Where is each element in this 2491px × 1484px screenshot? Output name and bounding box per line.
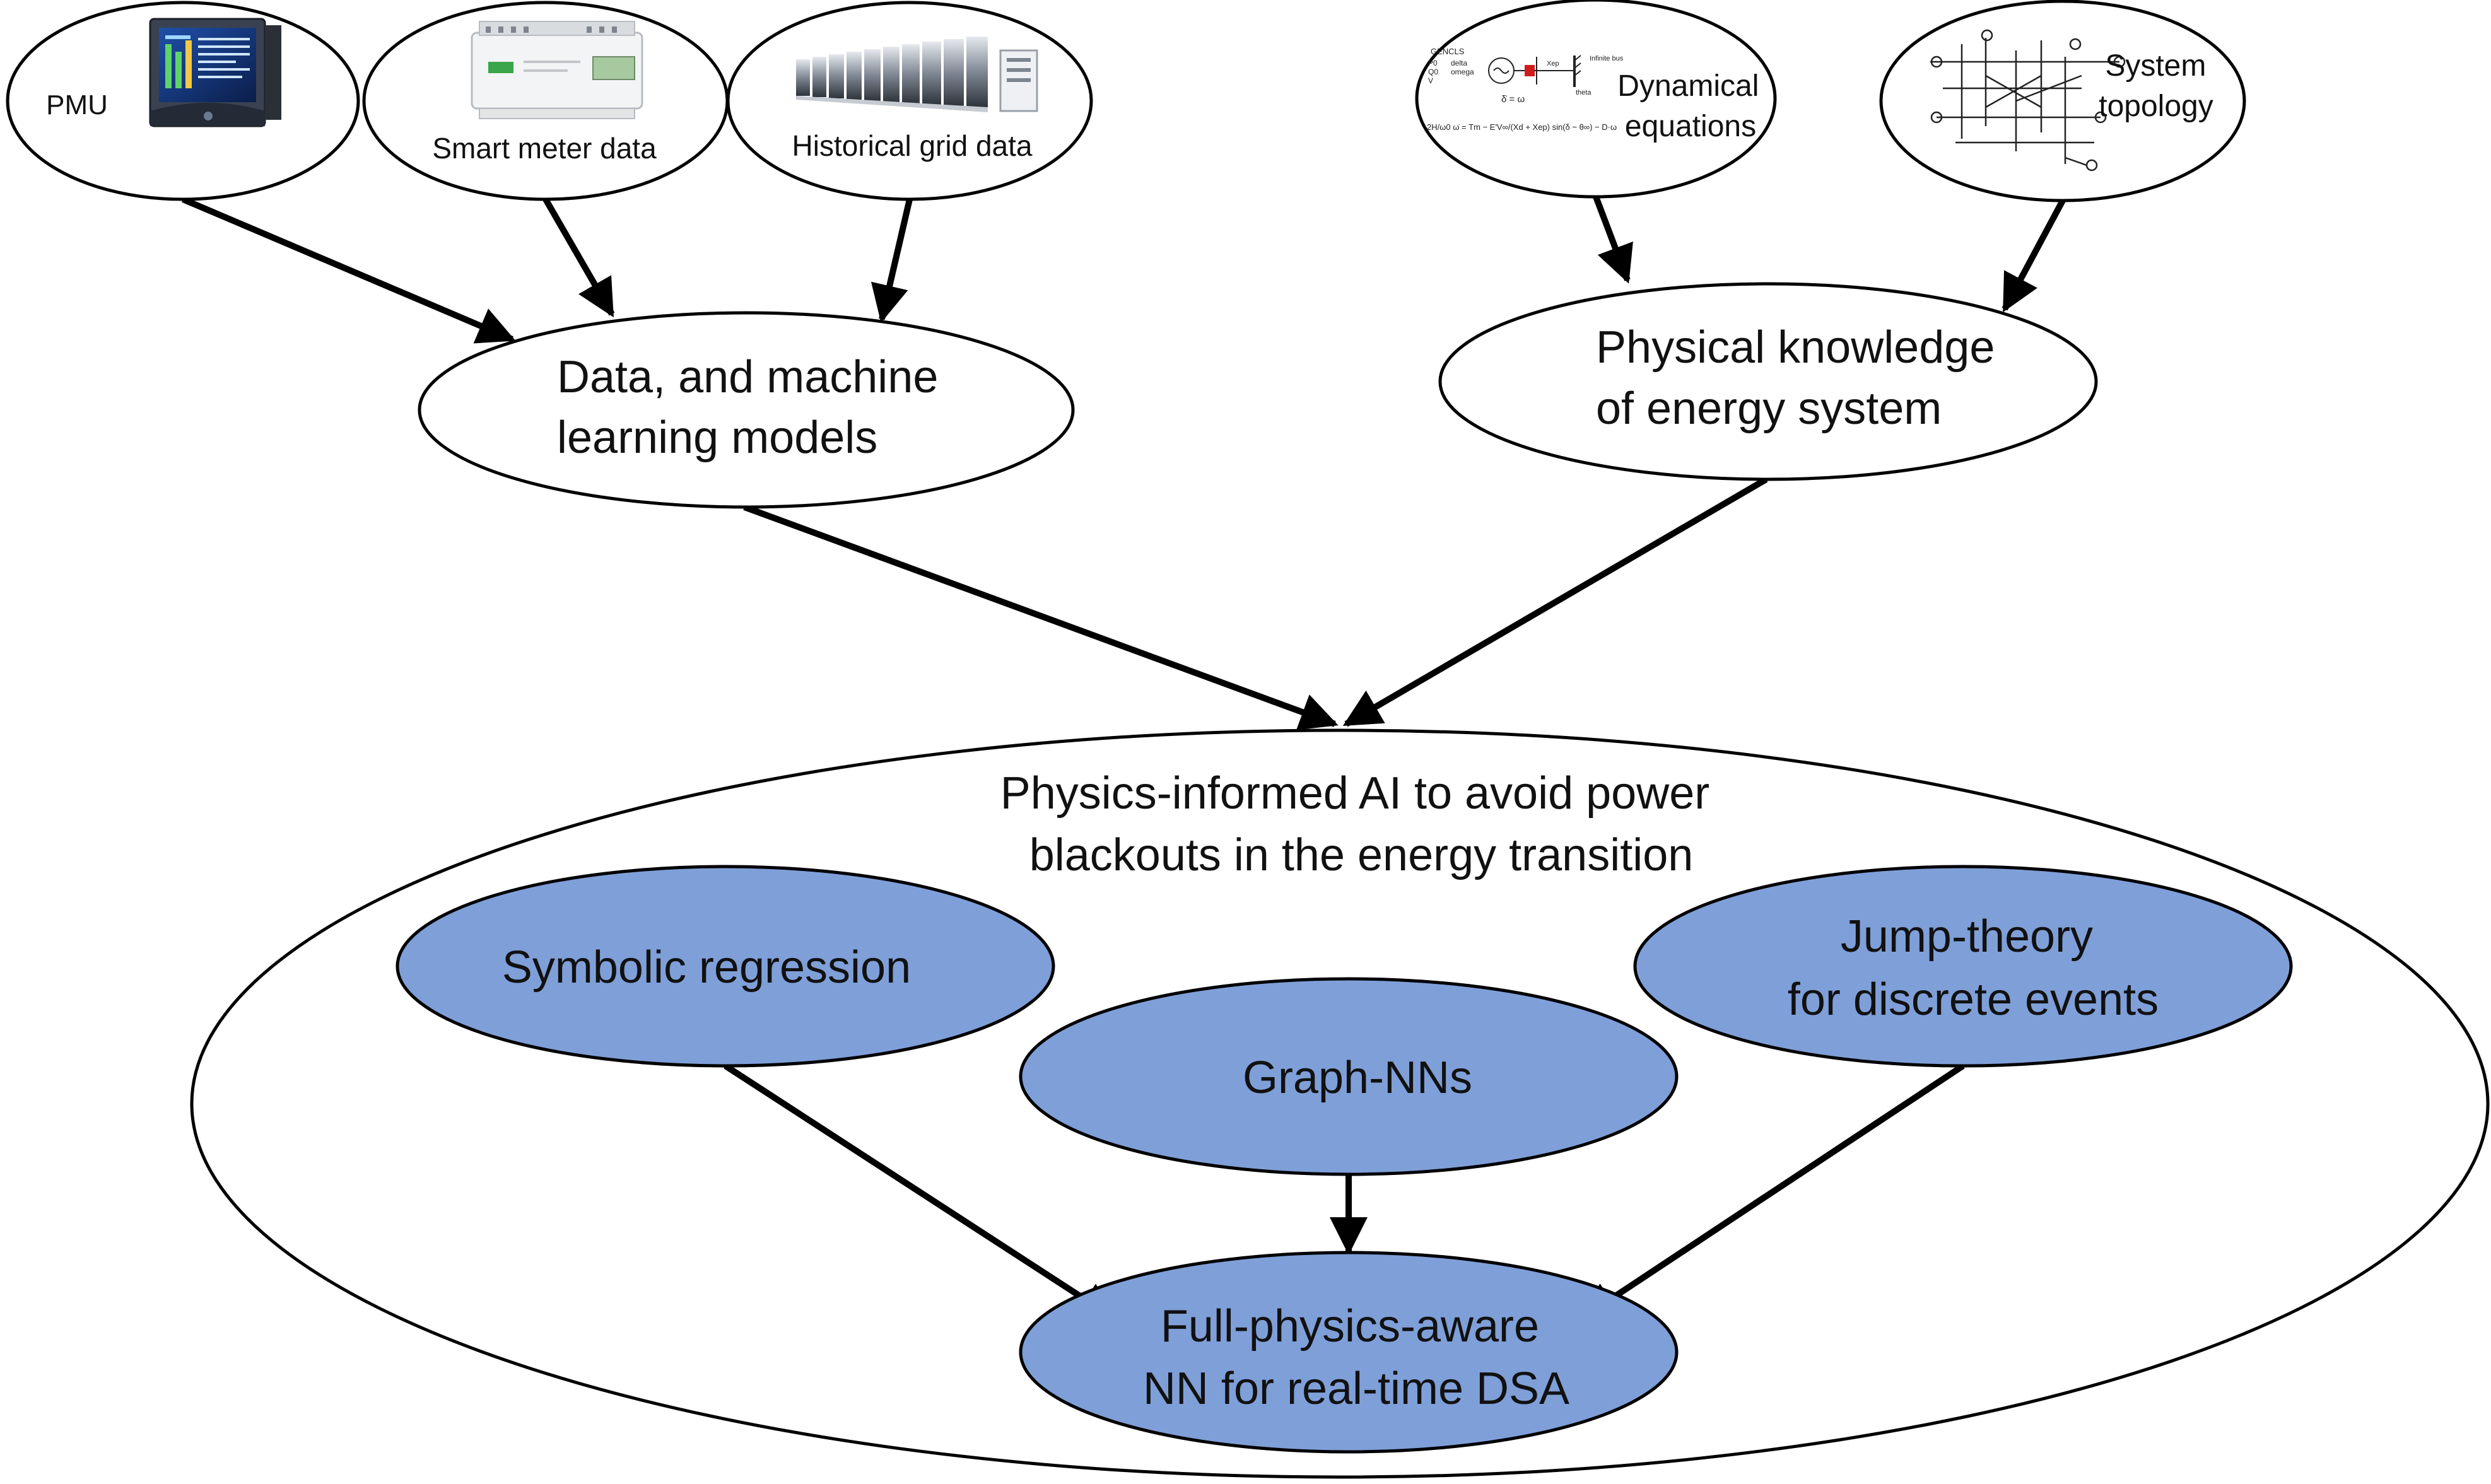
data-ml-label-line-1: Data, and machine [557,352,938,402]
arrow-pmu-to-data [182,196,516,344]
full-physics-nn-label-line-2: NN for real-time DSA [1143,1364,1569,1414]
symbolic-regression-label: Symbolic regression [502,942,911,993]
topology-label: System topology [2099,49,2214,123]
eq-line-label: Xep [1547,60,1559,67]
graph-nns-label: Graph-NNs [1243,1053,1472,1103]
topology-label-line-2: topology [2099,90,2213,123]
arrow-smartmeter-to-data [542,197,615,318]
main-title-line-2: blackouts in the energy transition [1029,830,1694,880]
data-ml-node [418,311,1075,509]
main-title: Physics-informed AI to avoid power black… [1000,768,1723,880]
eq-bus-label: Infinite bus [1590,55,1624,62]
network-topology-icon [1930,29,2126,172]
eq-theta-label: theta [1576,89,1591,96]
jump-theory-label-line-2: for discrete events [1788,974,2159,1025]
server-rack-icon [796,37,1038,112]
arrows [182,196,2066,1321]
full-physics-nn-label: Full-physics-aware NN for real-time DSA [1143,1301,1569,1414]
main-title-line-1: Physics-informed AI to avoid power [1000,768,1710,819]
arrow-historical-to-data [870,198,913,323]
physical-knowledge-node [1438,282,2098,481]
eq-row-4: omega [1451,67,1474,76]
graph-nns-node [1019,977,1679,1176]
physical-knowledge-label: Physical knowledge of energy system [1596,322,2007,434]
smart-meter-label: Smart meter data [432,132,657,165]
jump-theory-node [1633,865,2293,1068]
arrow-topology-to-physical [2002,199,2066,313]
symbolic-regression-node [396,865,1055,1068]
physical-knowledge-label-line-1: Physical knowledge [1596,322,1995,373]
pmu-device-icon [149,18,281,127]
data-ml-label-line-2: learning models [557,412,877,463]
eq-model-label: GENCLS [1431,47,1465,56]
jump-theory-label-line-1: Jump-theory [1841,911,2093,962]
eq-delta-dot: δ̇ = ω [1501,94,1525,105]
arrow-symbolic-to-full [724,1063,1118,1321]
arrow-physical-to-main [1342,476,1768,727]
arrow-data-to-main [743,504,1339,730]
dynamical-label-line-1: Dynamical [1617,69,1759,103]
eq-row-1: P0 [1428,59,1438,67]
topology-label-line-1: System [2105,49,2206,83]
jump-theory-label: Jump-theory for discrete events [1788,911,2159,1025]
eq-row-5: V [1428,76,1433,85]
eq-row-2: Q0 [1428,67,1438,76]
dynamical-label-line-2: equations [1625,110,1756,143]
full-physics-nn-label-line-1: Full-physics-aware [1161,1301,1539,1352]
dynamical-label: Dynamical equations [1617,69,1767,143]
eq-row-3: delta [1451,59,1467,67]
arrow-dynamical-to-physical [1593,196,1633,284]
smart-meter-icon [471,21,643,119]
full-physics-nn-node [1019,1251,1679,1454]
eq-swing: 2H/ω0 ω̇ = Tm − E'V∞/(Xd + Xep) sin(δ − … [1427,122,1617,132]
pmu-label: PMU [46,90,108,120]
historical-label: Historical grid data [792,129,1033,162]
physical-knowledge-label-line-2: of energy system [1596,383,1942,434]
dynamical-node [1415,0,1777,199]
arrow-jump-to-full [1578,1063,1965,1321]
data-ml-label: Data, and machine learning models [557,352,951,463]
topology-node [1879,0,2246,202]
equation-diagram-icon: GENCLS P0 Q0 V delta omega Xep Infinite … [1427,47,1624,132]
